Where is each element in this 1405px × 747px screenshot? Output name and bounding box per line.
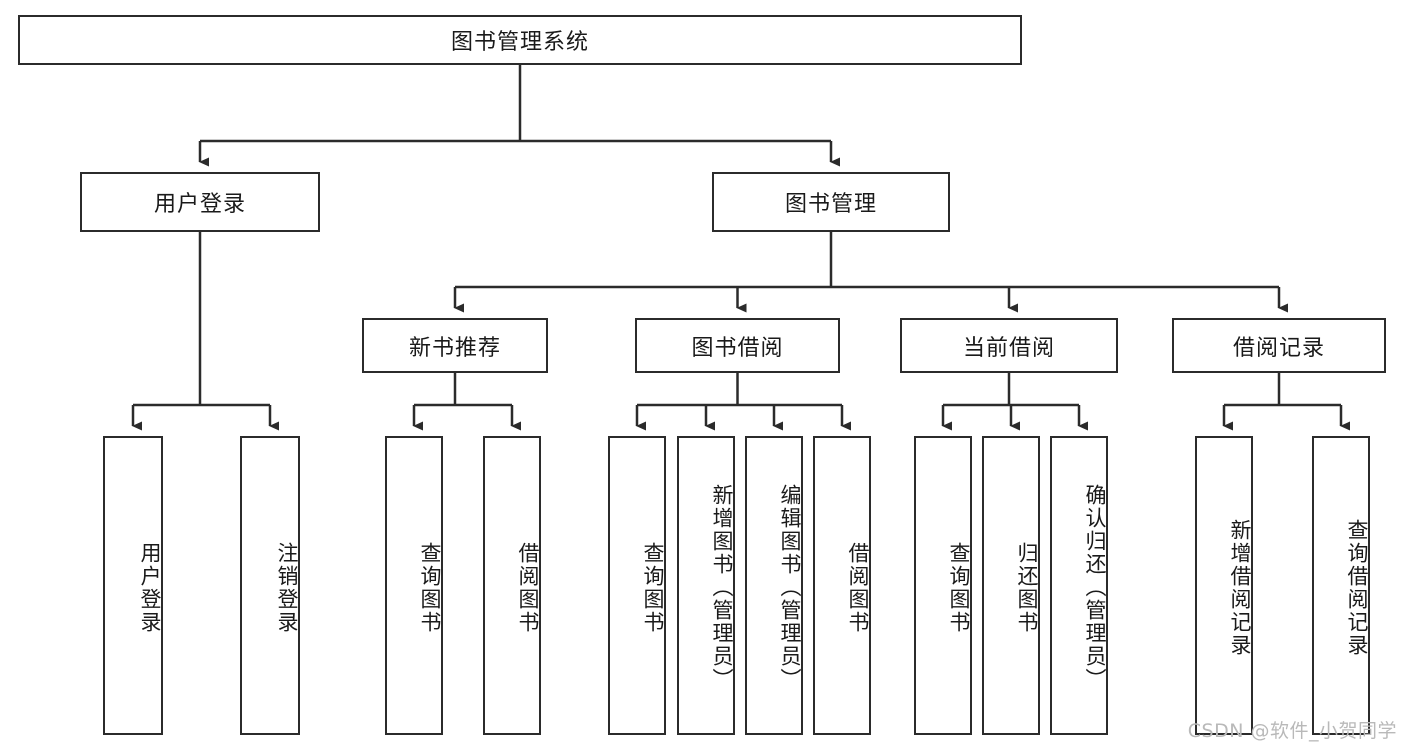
node-label: 新书推荐 — [408, 335, 501, 361]
node-label: 查询借阅记录 — [1345, 518, 1369, 657]
node-login-out: 注销登录 — [240, 436, 300, 735]
node-label: 新增借阅记录 — [1228, 518, 1252, 657]
node-label: 查询图书 — [641, 541, 665, 634]
node-cur-return: 归还图书 — [982, 436, 1040, 735]
node-label: 借阅图书 — [846, 541, 870, 634]
node-new-borrow: 借阅图书 — [483, 436, 541, 735]
node-label: 编辑图书（管理员） — [778, 484, 802, 691]
node-bookmgmt: 图书管理 — [712, 172, 950, 232]
node-cur-query: 查询图书 — [914, 436, 972, 735]
node-login: 用户登录 — [80, 172, 320, 232]
node-label: 当前借阅 — [962, 335, 1055, 361]
node-rec-add: 新增借阅记录 — [1195, 436, 1253, 735]
node-login-do: 用户登录 — [103, 436, 163, 735]
node-label: 图书管理系统 — [450, 30, 589, 55]
node-label: 查询图书 — [947, 541, 971, 634]
node-label: 借阅记录 — [1232, 335, 1325, 361]
node-br-query: 查询图书 — [608, 436, 666, 735]
node-label: 归还图书 — [1015, 541, 1039, 634]
node-br-add: 新增图书（管理员） — [677, 436, 735, 735]
node-root: 图书管理系统 — [18, 15, 1022, 65]
node-label: 确认归还（管理员） — [1083, 484, 1107, 691]
node-newbook: 新书推荐 — [362, 318, 548, 373]
node-records: 借阅记录 — [1172, 318, 1386, 373]
node-new-query: 查询图书 — [385, 436, 443, 735]
node-br-edit: 编辑图书（管理员） — [745, 436, 803, 735]
node-label: 查询图书 — [418, 541, 442, 634]
node-borrow: 图书借阅 — [635, 318, 840, 373]
node-label: 图书借阅 — [691, 335, 784, 361]
node-rec-query: 查询借阅记录 — [1312, 436, 1370, 735]
node-label: 新增图书（管理员） — [710, 484, 734, 691]
node-br-borrow: 借阅图书 — [813, 436, 871, 735]
node-label: 用户登录 — [138, 541, 162, 634]
node-cur-confirm: 确认归还（管理员） — [1050, 436, 1108, 735]
node-label: 注销登录 — [275, 541, 299, 634]
node-current: 当前借阅 — [900, 318, 1118, 373]
node-label: 借阅图书 — [516, 541, 540, 634]
node-label: 图书管理 — [784, 192, 877, 217]
node-label: 用户登录 — [153, 192, 246, 217]
watermark: CSDN @软件_小贺同学 — [1187, 720, 1397, 742]
